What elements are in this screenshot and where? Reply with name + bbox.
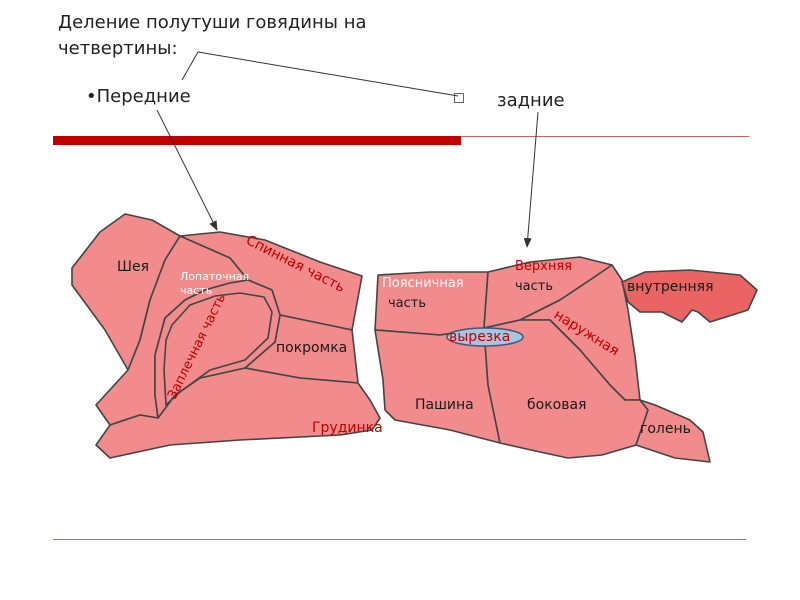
top-rump-label: Верхняя часть [515, 259, 576, 294]
inner-cut [621, 269, 758, 323]
shoulder-inner-outline [163, 292, 273, 406]
title-connector-line [181, 51, 199, 81]
flank-label: Пашина [415, 397, 474, 413]
inner-label: внутренняя [627, 279, 714, 295]
edge-label: покромка [276, 340, 347, 356]
lumbar-label-line1: Поясничная [382, 276, 464, 291]
shank-cut [635, 399, 711, 463]
lumbar-label: Поясничная часть [382, 276, 468, 311]
shoulder-blade-label-line2: часть [180, 284, 212, 297]
front-quarters-label: •Передние [86, 86, 191, 107]
front-arrow [156, 109, 218, 231]
shoulder-blade-label-line1: Лопаточная [180, 270, 249, 283]
page-title: Деление полутуши говядины на четвертины: [58, 12, 367, 59]
hind-arrow [523, 111, 539, 248]
shoulder-blade-label: Лопаточная часть [180, 270, 253, 297]
hind-quarters-label: задние [497, 90, 565, 111]
neck-label: Шея [117, 259, 149, 275]
hollow-bullet-icon [454, 93, 464, 103]
tenderloin-cut [446, 327, 524, 347]
brisket-label: Грудинка [312, 420, 383, 436]
bottom-rule [53, 539, 746, 540]
top-rump-label-line2: часть [515, 279, 553, 294]
lumbar-label-line2: часть [388, 296, 426, 311]
shank-label: голень [640, 421, 691, 437]
side-label: боковая [527, 397, 586, 413]
top-rump-label-line1: Верхняя [515, 259, 572, 274]
shoulder-cut [154, 279, 281, 419]
red-divider-bar [53, 136, 461, 145]
top-thin-rule [461, 136, 749, 137]
title-to-hind-line [197, 51, 459, 97]
tenderloin-label: вырезка [449, 329, 510, 345]
